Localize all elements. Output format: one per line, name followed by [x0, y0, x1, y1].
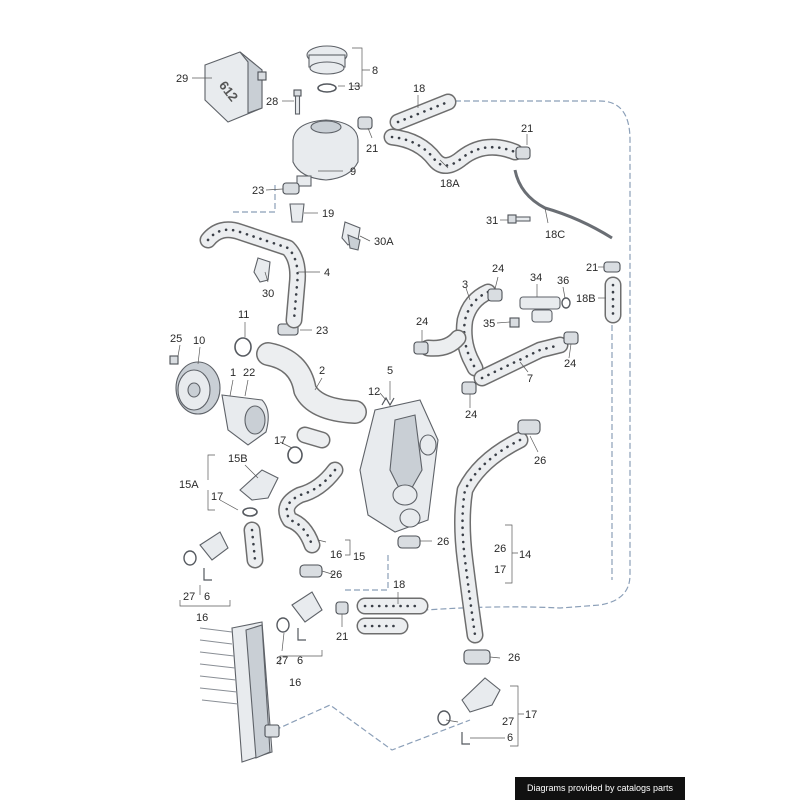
- callout-17c: 17: [494, 564, 506, 576]
- callout-17d: 17: [525, 709, 537, 721]
- callout-30: 30: [262, 288, 274, 300]
- callout-27c: 27: [502, 716, 514, 728]
- expansion-tank: [292, 119, 359, 187]
- callout-6a: 6: [204, 591, 210, 603]
- callout-1: 1: [230, 367, 236, 379]
- water-pump-1: [221, 394, 269, 446]
- hose-clamp-23-upper: [282, 182, 300, 195]
- callout-17b: 17: [211, 491, 223, 503]
- callout-21a: 21: [366, 143, 378, 155]
- callout-10: 10: [193, 335, 205, 347]
- callout-26d: 26: [494, 543, 506, 555]
- bleeder-screw: [293, 89, 302, 115]
- o-ring-11: [234, 337, 252, 357]
- callout-27a: 27: [183, 591, 195, 603]
- callout-23a: 23: [252, 185, 264, 197]
- radiator: [199, 621, 280, 763]
- pulley-10: [175, 361, 221, 415]
- coolant-can: [204, 51, 267, 123]
- callout-24a: 24: [492, 263, 504, 275]
- callout-36: 36: [557, 275, 569, 287]
- callout-22: 22: [243, 367, 255, 379]
- callout-5: 5: [387, 365, 393, 377]
- t-piece-right: [437, 677, 501, 745]
- callout-6b: 6: [297, 655, 303, 667]
- callout-21c: 21: [586, 262, 598, 274]
- callout-19: 19: [322, 208, 334, 220]
- callout-6c: 6: [507, 732, 513, 744]
- callout-26a: 26: [534, 455, 546, 467]
- callout-16b: 16: [196, 612, 208, 624]
- callout-18B: 18B: [576, 293, 596, 305]
- callout-25: 25: [170, 333, 182, 345]
- callout-18-bottom: 18: [393, 579, 405, 591]
- hose-holder-30a: [341, 221, 361, 251]
- callout-14: 14: [519, 549, 531, 561]
- t-piece-middle: [276, 591, 323, 641]
- retaining-clip-19: [289, 203, 305, 223]
- callout-15A: 15A: [179, 479, 199, 491]
- clamps: [299, 116, 621, 665]
- callout-35: 35: [483, 318, 495, 330]
- callout-29: 29: [176, 73, 188, 85]
- callout-16c: 16: [289, 677, 301, 689]
- callout-26c: 26: [330, 569, 342, 581]
- routing-outline: [232, 100, 631, 751]
- coolant-pipe-18c: [513, 169, 613, 240]
- callout-24b: 24: [416, 316, 428, 328]
- t-piece-left: [183, 531, 229, 581]
- callout-24c: 24: [564, 358, 576, 370]
- callout-18-top: 18: [413, 83, 425, 95]
- bolt-25: [169, 355, 179, 365]
- o-ring-17b: [242, 507, 258, 517]
- o-ring-17: [287, 446, 303, 464]
- callout-18A: 18A: [440, 178, 460, 190]
- hose-bracket-30: [253, 257, 271, 283]
- leader-lines: [177, 47, 606, 747]
- callout-9: 9: [350, 166, 356, 178]
- elbow-15b: [239, 469, 279, 501]
- callout-8: 8: [372, 65, 378, 77]
- callout-17a: 17: [274, 435, 286, 447]
- callout-12: 12: [368, 386, 380, 398]
- callout-26e: 26: [508, 652, 520, 664]
- callout-7: 7: [527, 373, 533, 385]
- cap-seal-ring: [317, 83, 337, 93]
- callout-15: 15: [353, 551, 365, 563]
- callout-15B: 15B: [228, 453, 248, 465]
- callout-23b: 23: [316, 325, 328, 337]
- callout-27b: 27: [276, 655, 288, 667]
- callout-16a: 16: [330, 549, 342, 561]
- callout-34: 34: [530, 272, 542, 284]
- callout-26b: 26: [437, 536, 449, 548]
- callout-13: 13: [348, 81, 360, 93]
- callout-11: 11: [238, 309, 249, 321]
- callout-21b: 21: [521, 123, 533, 135]
- callout-24d: 24: [465, 409, 477, 421]
- callout-18C: 18C: [545, 229, 565, 241]
- callout-4: 4: [324, 267, 330, 279]
- filler-cap: [306, 45, 348, 75]
- callout-2: 2: [319, 365, 325, 377]
- thermostat-housing-5: [359, 396, 439, 533]
- hoses: [199, 93, 622, 644]
- credit-badge: Diagrams provided by catalogs parts: [515, 777, 685, 800]
- bolt-31: [507, 214, 531, 224]
- callout-3: 3: [462, 279, 468, 291]
- callout-21d: 21: [336, 631, 348, 643]
- callout-28: 28: [266, 96, 278, 108]
- callout-30A: 30A: [374, 236, 394, 248]
- callout-31: 31: [486, 215, 498, 227]
- connector-34: [509, 296, 571, 328]
